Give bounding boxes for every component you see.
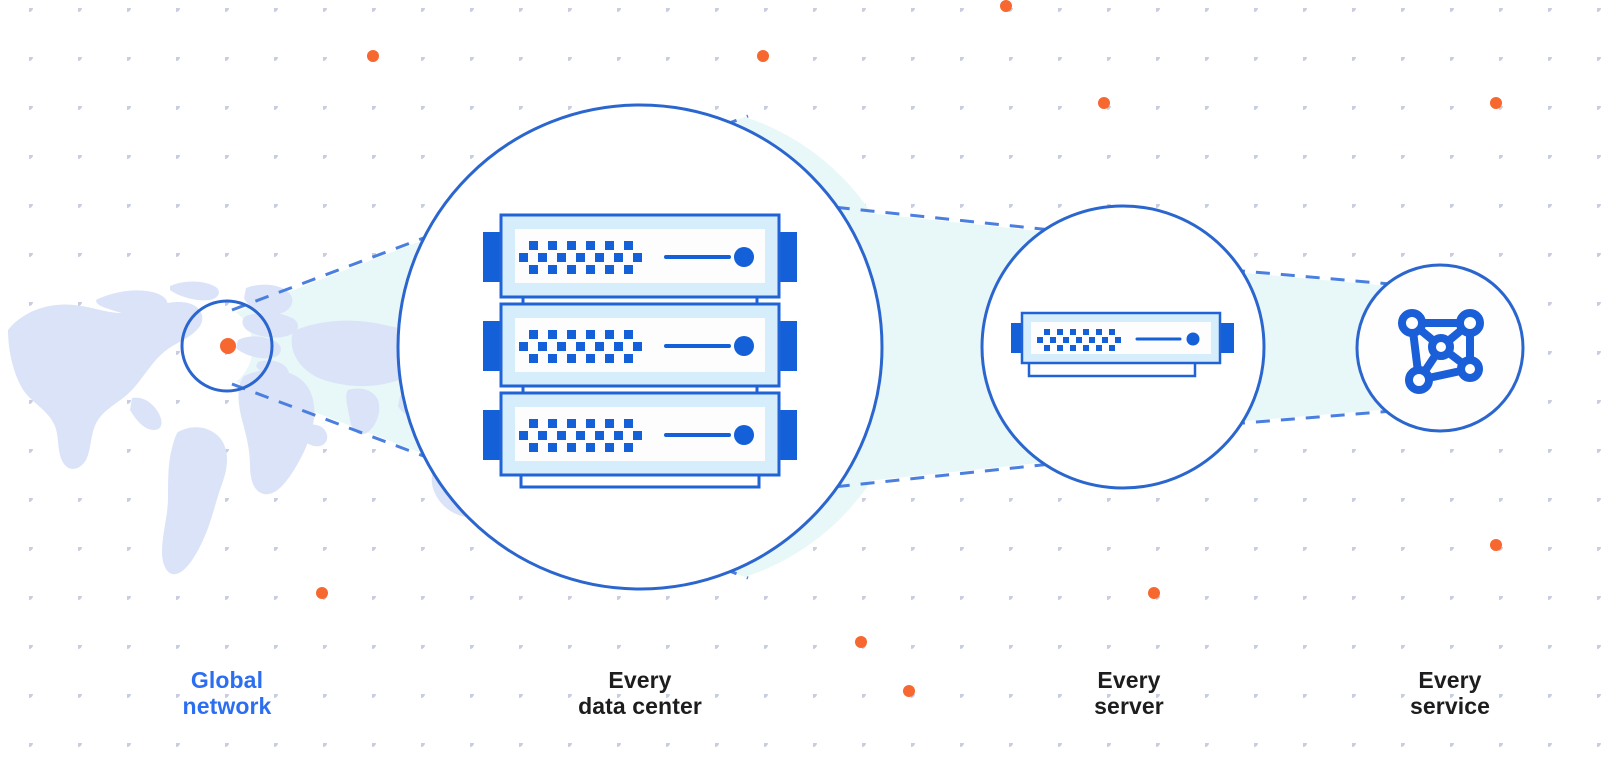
mesh-node-center [1428, 334, 1454, 360]
cone3-upper-dash [1230, 268, 1493, 295]
accent-dot [855, 636, 867, 648]
single-server-body [1011, 311, 1234, 365]
accent-dot [1148, 587, 1160, 599]
accent-dot [316, 587, 328, 599]
mesh-node-top-right [1456, 309, 1484, 337]
mesh-nodes [1398, 309, 1484, 394]
mesh-node-bottom-right [1457, 356, 1483, 382]
accent-dot [1000, 0, 1012, 12]
accent-dot [757, 50, 769, 62]
cone3-lower-dash [1230, 401, 1493, 426]
accent-dot [1098, 97, 1110, 109]
circle-global-network-locator [180, 299, 274, 393]
global-network-locator-dot [220, 338, 236, 354]
accent-dot [1490, 97, 1502, 109]
mesh-node-bottom-left [1405, 366, 1433, 394]
accent-dot [1490, 539, 1502, 551]
accent-dot [903, 685, 915, 697]
accent-dots [316, 0, 1502, 697]
mesh-node-top-left [1398, 309, 1426, 337]
accent-dot [367, 50, 379, 62]
